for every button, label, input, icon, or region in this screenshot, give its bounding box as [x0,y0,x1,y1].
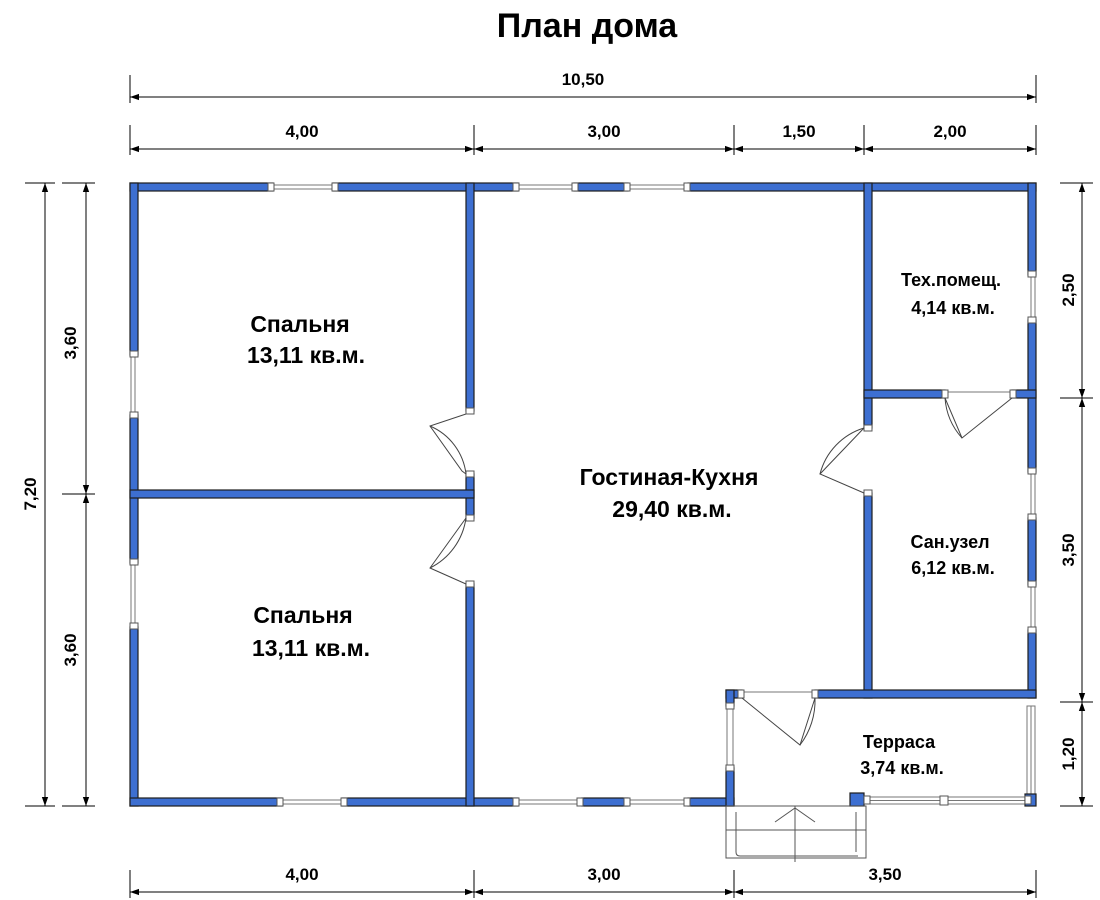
dim-top-2: 3,00 [587,122,620,141]
dim-right-2: 3,50 [1059,533,1078,566]
walls [129,182,1037,807]
room-labels: Спальня 13,11 кв.м. Спальня 13,11 кв.м. … [247,270,1001,778]
room-bedroom-bottom-area: 13,11 кв.м. [252,635,370,661]
dim-right-3: 1,20 [1059,737,1078,770]
room-bathroom-area: 6,12 кв.м. [911,558,994,578]
room-terrace-name: Терраса [863,732,936,752]
room-bedroom-top-name: Спальня [250,311,349,337]
room-tech-name: Тех.помещ. [901,270,1001,290]
dim-top-1: 4,00 [285,122,318,141]
room-terrace-area: 3,74 кв.м. [860,758,943,778]
top-dimensions: 10,50 4,00 3,00 1,50 2,00 [129,70,1037,155]
dim-left-2: 3,60 [61,633,80,666]
room-living-kitchen-area: 29,40 кв.м. [612,496,731,522]
dim-right-1: 2,50 [1059,273,1078,306]
room-bathroom-name: Сан.узел [910,532,989,552]
dim-left-total: 7,20 [21,477,40,510]
dim-overall-width: 10,50 [562,70,605,89]
bottom-dimensions: 4,00 3,00 3,50 [129,865,1037,898]
room-bedroom-bottom-name: Спальня [253,602,352,628]
door-terrace [741,697,816,746]
dim-bottom-1: 4,00 [285,865,318,884]
room-bedroom-top-area: 13,11 кв.м. [247,342,365,368]
right-dimensions: 2,50 3,50 1,20 [1059,182,1093,807]
dim-bottom-2: 3,00 [587,865,620,884]
dim-left-1: 3,60 [61,326,80,359]
dim-top-4: 2,00 [933,122,966,141]
door-bathroom [819,427,865,494]
entry-stairs [725,805,867,862]
plan-title: План дома [497,7,679,45]
door-bedroom-top [429,413,467,475]
door-bedroom-bottom [429,517,467,585]
dim-bottom-3: 3,50 [868,865,901,884]
left-dimensions: 7,20 3,60 3,60 [21,182,95,807]
doors [429,397,1013,746]
room-living-kitchen-name: Гостиная-Кухня [580,464,759,490]
door-tech-room [944,397,1013,439]
window-caps [129,182,1037,807]
room-tech-area: 4,14 кв.м. [911,298,994,318]
dim-top-3: 1,50 [782,122,815,141]
